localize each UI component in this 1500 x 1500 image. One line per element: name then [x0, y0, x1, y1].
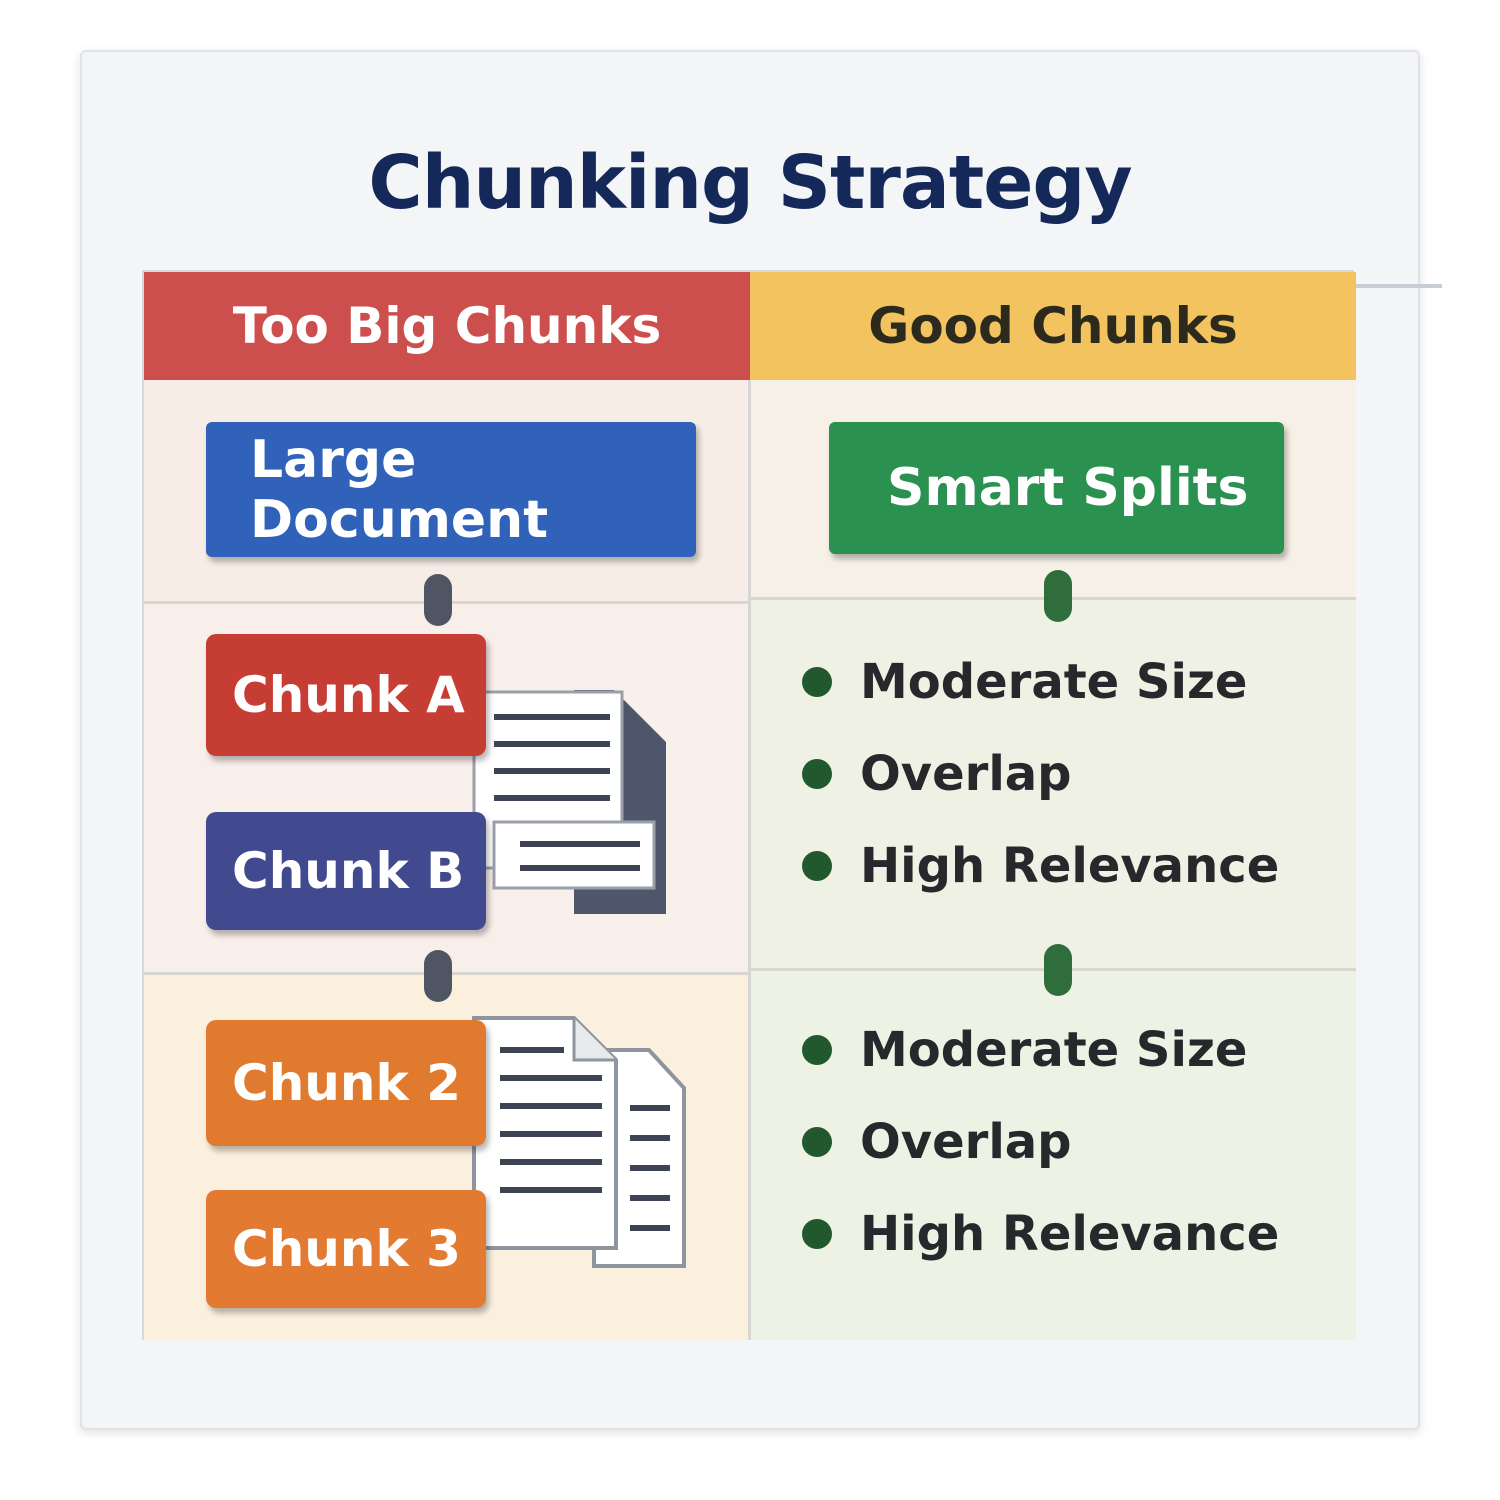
good-chunks-list-1: Moderate Size Overlap High Relevance — [802, 636, 1279, 912]
list-item: High Relevance — [802, 1188, 1279, 1280]
list-item: Overlap — [802, 728, 1279, 820]
document-stack-icon — [472, 690, 666, 914]
diagram-card: Chunking Strategy Too Big Chunks Good Ch… — [80, 50, 1442, 1430]
good-chunks-header: Good Chunks — [750, 272, 1356, 380]
list-item: Moderate Size — [802, 1004, 1279, 1096]
left-connector-1 — [424, 574, 452, 626]
large-document-box: Large Document — [206, 422, 696, 557]
document-stack-icon — [472, 1016, 686, 1268]
column-divider — [748, 272, 751, 1338]
right-connector-2 — [1044, 944, 1072, 996]
right-row-2 — [751, 598, 1356, 970]
smart-splits-box: Smart Splits — [829, 422, 1284, 554]
diagram-title: Chunking Strategy — [368, 140, 1132, 226]
list-item-label: High Relevance — [860, 838, 1280, 894]
bullet-dot-icon — [802, 1035, 832, 1065]
chunk-3-label: Chunk 3 — [206, 1190, 486, 1308]
bullet-dot-icon — [802, 759, 832, 789]
bullet-dot-icon — [802, 1127, 832, 1157]
chunk-b-label: Chunk B — [206, 812, 486, 930]
right-row-3 — [751, 970, 1356, 1340]
bullet-dot-icon — [802, 851, 832, 881]
too-big-chunks-header: Too Big Chunks — [144, 272, 750, 380]
list-item-label: Overlap — [860, 1114, 1072, 1170]
list-item-label: Moderate Size — [860, 654, 1248, 710]
chunk-a-label: Chunk A — [206, 634, 486, 756]
list-item-label: Overlap — [860, 746, 1072, 802]
list-item: Moderate Size — [802, 636, 1279, 728]
list-item-label: Moderate Size — [860, 1022, 1248, 1078]
good-chunks-list-2: Moderate Size Overlap High Relevance — [802, 1004, 1279, 1280]
bullet-dot-icon — [802, 1219, 832, 1249]
comparison-grid: Too Big Chunks Good Chunks Large Documen… — [142, 270, 1356, 1340]
list-item-label: High Relevance — [860, 1206, 1280, 1262]
list-item: High Relevance — [802, 820, 1279, 912]
left-connector-2 — [424, 950, 452, 1002]
bullet-dot-icon — [802, 667, 832, 697]
right-connector-1 — [1044, 570, 1072, 622]
chunk-2-label: Chunk 2 — [206, 1020, 486, 1146]
list-item: Overlap — [802, 1096, 1279, 1188]
